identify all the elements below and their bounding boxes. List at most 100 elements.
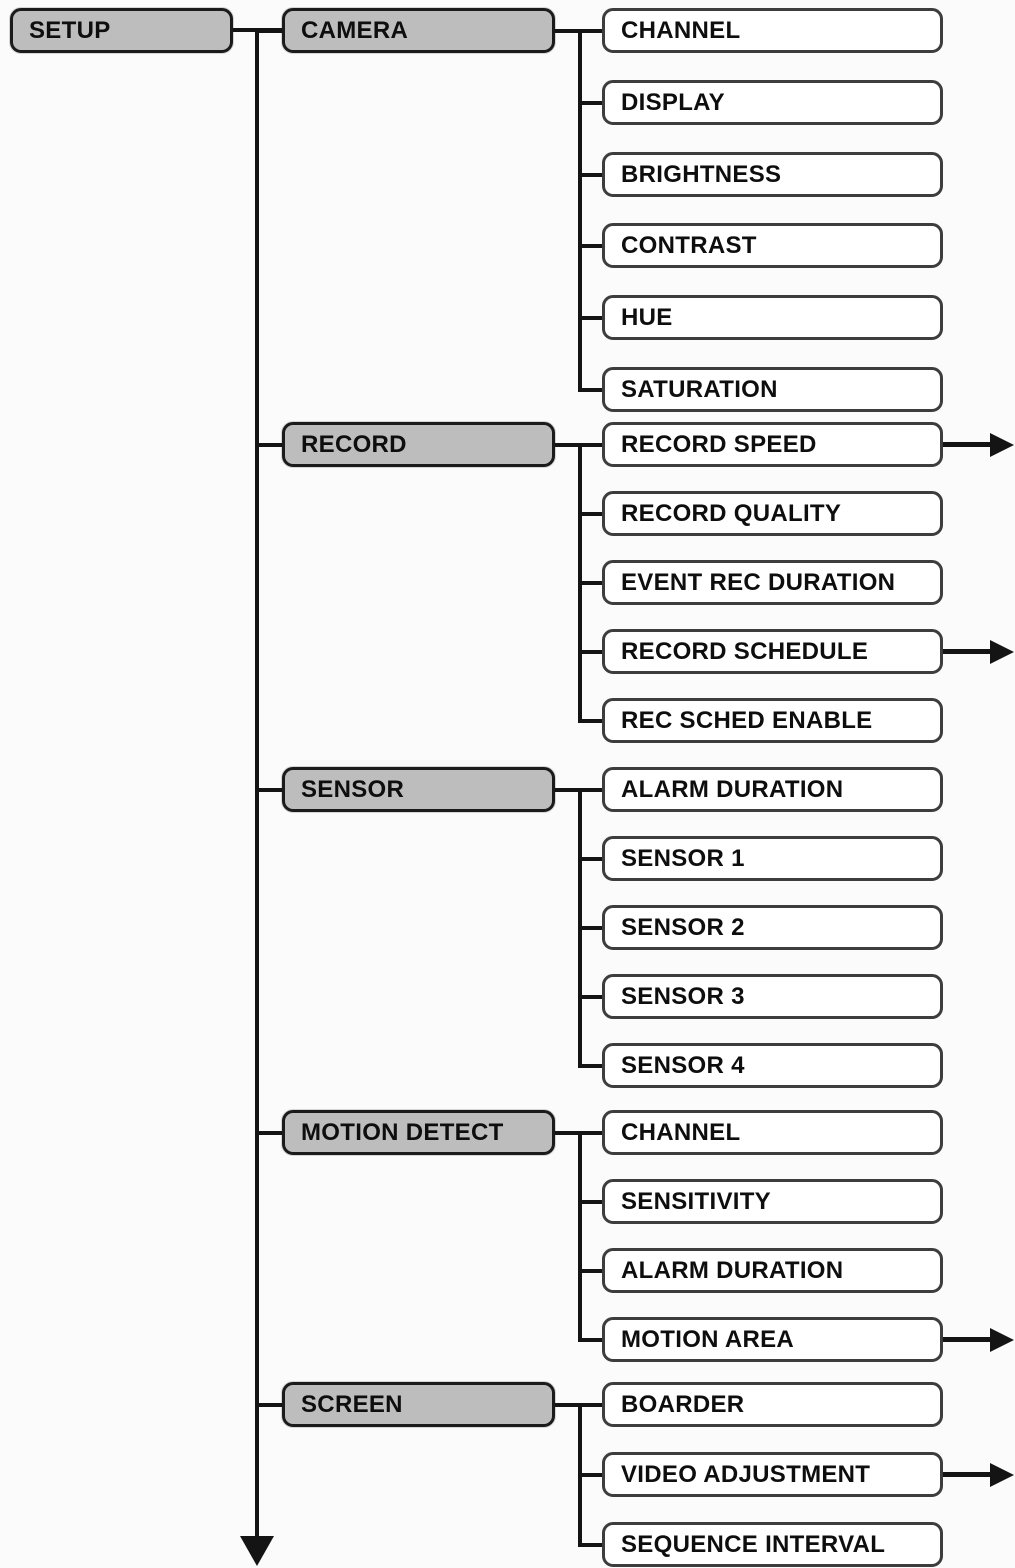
node-camera-channel: CHANNEL: [602, 8, 943, 53]
node-record-record-speed: RECORD SPEED: [602, 422, 943, 467]
motion-detect-to-motion-area-line: [578, 1338, 602, 1342]
screen-branch-line: [555, 1403, 582, 1407]
motion-detect-branch-line: [555, 1131, 582, 1135]
record-to-record-schedule-line: [578, 650, 602, 654]
node-sensor-sensor-4-label: SENSOR 4: [621, 1051, 745, 1079]
node-screen-sequence-interval: SEQUENCE INTERVAL: [602, 1522, 943, 1567]
motion-detect-to-channel-line: [578, 1131, 602, 1135]
node-record: RECORD: [282, 422, 555, 467]
screen-to-boarder-line: [578, 1403, 602, 1407]
node-record-record-quality-label: RECORD QUALITY: [621, 499, 842, 527]
node-camera-saturation-label: SATURATION: [621, 375, 778, 403]
node-record-record-schedule: RECORD SCHEDULE: [602, 629, 943, 674]
camera-to-brightness-line: [578, 173, 602, 177]
camera-to-saturation-line: [578, 388, 602, 392]
node-camera-brightness: BRIGHTNESS: [602, 152, 943, 197]
node-camera-label: CAMERA: [301, 16, 409, 44]
node-camera-hue: HUE: [602, 295, 943, 340]
camera-to-contrast-line: [578, 244, 602, 248]
video-adjustment-continuation-line: [943, 1472, 992, 1477]
node-camera-contrast-label: CONTRAST: [621, 231, 757, 259]
node-camera: CAMERA: [282, 8, 555, 53]
node-camera-display-label: DISPLAY: [621, 88, 725, 116]
node-screen-video-adjustment-label: VIDEO ADJUSTMENT: [621, 1460, 871, 1488]
record-to-event-rec-duration-line: [578, 581, 602, 585]
node-sensor-alarm-duration-label: ALARM DURATION: [621, 775, 844, 803]
sensor-to-sensor-2-line: [578, 926, 602, 930]
node-sensor-label: SENSOR: [301, 775, 405, 803]
sensor-branch-line: [555, 788, 582, 792]
record-branch-line: [555, 443, 582, 447]
record-to-record-quality-line: [578, 512, 602, 516]
node-sensor-sensor-4: SENSOR 4: [602, 1043, 943, 1088]
node-camera-contrast: CONTRAST: [602, 223, 943, 268]
screen-to-video-adjustment-line: [578, 1473, 602, 1477]
node-sensor-sensor-2-label: SENSOR 2: [621, 913, 745, 941]
node-record-event-rec-duration-label: EVENT REC DURATION: [621, 568, 896, 596]
node-motion-detect: MOTION DETECT: [282, 1110, 555, 1155]
record-speed-continuation-line: [943, 442, 992, 447]
motion-detect-to-alarm-duration-line: [578, 1269, 602, 1273]
node-camera-saturation: SATURATION: [602, 367, 943, 412]
node-screen-boarder: BOARDER: [602, 1382, 943, 1427]
camera-to-display-line: [578, 101, 602, 105]
node-record-rec-sched-enable: REC SCHED ENABLE: [602, 698, 943, 743]
right-arrow-icon: [990, 1463, 1014, 1487]
trunk-to-sensor-line: [255, 788, 282, 792]
node-screen-label: SCREEN: [301, 1390, 403, 1418]
node-record-record-speed-label: RECORD SPEED: [621, 430, 817, 458]
node-camera-brightness-label: BRIGHTNESS: [621, 160, 782, 188]
right-arrow-icon: [990, 1328, 1014, 1352]
camera-branch-line: [555, 29, 582, 33]
sensor-to-sensor-4-line: [578, 1064, 602, 1068]
node-motion-detect-sensitivity-label: SENSITIVITY: [621, 1187, 771, 1215]
node-sensor-sensor-2: SENSOR 2: [602, 905, 943, 950]
node-sensor-sensor-1-label: SENSOR 1: [621, 844, 745, 872]
camera-to-hue-line: [578, 316, 602, 320]
record-to-record-speed-line: [578, 443, 602, 447]
node-record-record-schedule-label: RECORD SCHEDULE: [621, 637, 869, 665]
node-motion-detect-motion-area: MOTION AREA: [602, 1317, 943, 1362]
camera-to-channel-line: [578, 29, 602, 33]
record-schedule-continuation-line: [943, 649, 992, 654]
right-arrow-icon: [990, 640, 1014, 664]
node-record-record-quality: RECORD QUALITY: [602, 491, 943, 536]
node-record-event-rec-duration: EVENT REC DURATION: [602, 560, 943, 605]
node-screen: SCREEN: [282, 1382, 555, 1427]
screen-to-sequence-interval-line: [578, 1543, 602, 1547]
trunk-to-record-line: [255, 443, 282, 447]
sensor-to-sensor-3-line: [578, 995, 602, 999]
trunk-to-motion-detect-line: [255, 1131, 282, 1135]
node-motion-detect-motion-area-label: MOTION AREA: [621, 1325, 795, 1353]
node-sensor-sensor-3-label: SENSOR 3: [621, 982, 745, 1010]
node-motion-detect-alarm-duration: ALARM DURATION: [602, 1248, 943, 1293]
record-to-rec-sched-enable-line: [578, 719, 602, 723]
node-record-label: RECORD: [301, 430, 407, 458]
node-setup: SETUP: [10, 8, 233, 53]
right-arrow-icon: [990, 433, 1014, 457]
node-screen-video-adjustment: VIDEO ADJUSTMENT: [602, 1452, 943, 1497]
motion-detect-branch-line: [578, 1131, 582, 1342]
node-camera-channel-label: CHANNEL: [621, 16, 741, 44]
camera-branch-line: [578, 29, 582, 392]
node-screen-boarder-label: BOARDER: [621, 1390, 745, 1418]
node-motion-detect-channel: CHANNEL: [602, 1110, 943, 1155]
node-motion-detect-sensitivity: SENSITIVITY: [602, 1179, 943, 1224]
node-motion-detect-channel-label: CHANNEL: [621, 1118, 741, 1146]
node-motion-detect-label: MOTION DETECT: [301, 1118, 504, 1146]
motion-detect-to-sensitivity-line: [578, 1200, 602, 1204]
trunk-to-screen-line: [255, 1403, 282, 1407]
node-sensor-alarm-duration: ALARM DURATION: [602, 767, 943, 812]
node-sensor-sensor-3: SENSOR 3: [602, 974, 943, 1019]
sensor-to-alarm-duration-line: [578, 788, 602, 792]
node-sensor-sensor-1: SENSOR 1: [602, 836, 943, 881]
trunk-line: [255, 28, 259, 1537]
node-record-rec-sched-enable-label: REC SCHED ENABLE: [621, 706, 873, 734]
down-arrow-icon: [240, 1536, 274, 1566]
node-screen-sequence-interval-label: SEQUENCE INTERVAL: [621, 1530, 886, 1558]
sensor-to-sensor-1-line: [578, 857, 602, 861]
node-camera-hue-label: HUE: [621, 303, 673, 331]
trunk-to-camera-line: [255, 29, 282, 33]
motion-area-continuation-line: [943, 1337, 992, 1342]
